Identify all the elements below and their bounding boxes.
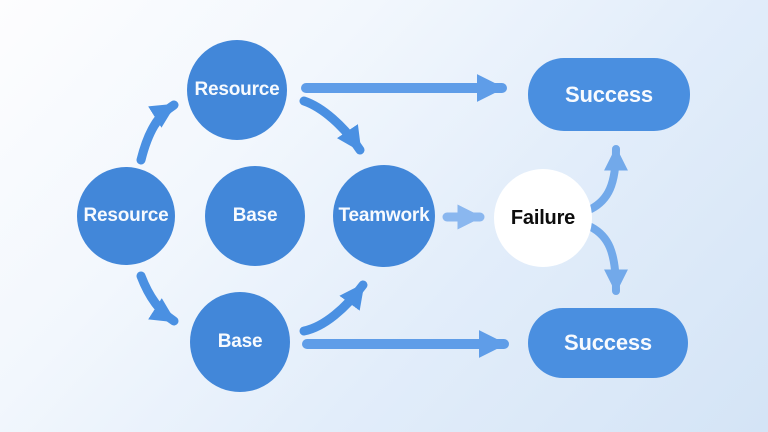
node-resource-top-label: Resource (194, 79, 280, 100)
node-resource-left-label: Resource (83, 205, 169, 226)
edge-resource-top-to-teamwork (299, 96, 365, 155)
node-failure-label: Failure (510, 206, 576, 229)
node-base-middle-label: Base (232, 205, 278, 226)
node-teamwork-label: Teamwork (338, 205, 430, 226)
node-base-bottom-label: Base (217, 331, 263, 352)
node-failure: Failure (494, 169, 592, 267)
edge-resource-left-to-base-bottom (136, 271, 179, 326)
edge-failure-to-success-top (587, 145, 628, 213)
node-success-bottom-label: Success (564, 330, 652, 355)
node-success-top: Success (528, 58, 690, 131)
node-teamwork: Teamwork (333, 165, 435, 267)
node-resource-top: Resource (187, 40, 287, 140)
edge-resource-left-to-resource-top (136, 100, 179, 165)
node-resource-left: Resource (77, 167, 175, 265)
node-success-bottom: Success (528, 308, 688, 378)
edge-base-bottom-to-teamwork (299, 280, 368, 336)
edge-failure-to-success-bottom (587, 223, 628, 295)
node-base-middle: Base (205, 166, 305, 266)
node-base-bottom: Base (190, 292, 290, 392)
node-success-top-label: Success (565, 81, 653, 107)
